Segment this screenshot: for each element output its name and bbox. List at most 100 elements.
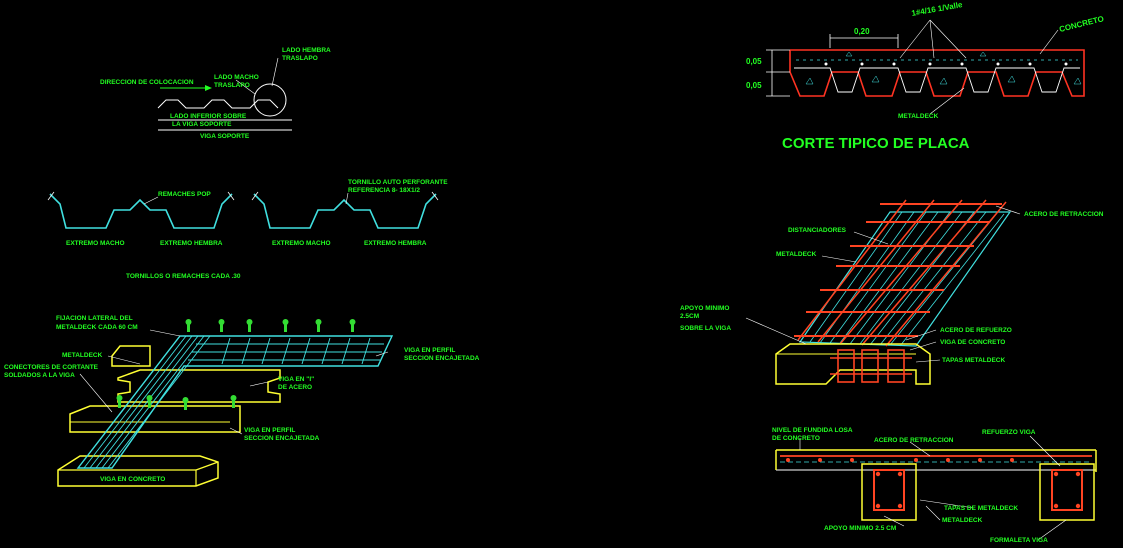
label-metaldeck: METALDECK [776, 251, 817, 258]
label-seccion-1: SECCION ENCAJETADA [404, 355, 480, 362]
concrete-beam-edge-3 [195, 461, 219, 471]
iso-concrete-beam [775, 343, 931, 385]
beam-formwork-right [1039, 463, 1095, 521]
elev-rebar-dots [786, 458, 1014, 462]
label-extremo-macho-2: EXTREMO MACHO [272, 240, 331, 247]
label-metaldeck: METALDECK [898, 113, 939, 120]
label-extremo-hembra-1: EXTREMO HEMBRA [160, 240, 223, 247]
label-acero-retraccion: ACERO DE RETRACCION [874, 437, 954, 444]
section-title: CORTE TIPICO DE PLACA [782, 135, 970, 152]
detail-typical-section: 0,20 0,05 0,05 1#4/16 1/Valle CONCRETO M… [746, 0, 1105, 152]
connector [187, 322, 190, 332]
dim-top-text: 0,05 [746, 57, 762, 66]
dim-spacing-text: 0,20 [854, 27, 870, 36]
leader-tornillo [345, 192, 349, 205]
iso-beam-rebar [830, 349, 912, 383]
label-viga-perfil-2: VIGA EN PERFIL [244, 427, 295, 434]
label-lado-hembra: LADO HEMBRA [282, 47, 331, 54]
concrete-beam-base [57, 455, 219, 487]
box-beam-top [111, 345, 151, 367]
connector [118, 398, 121, 408]
dim-bottom-text: 0,05 [746, 81, 762, 90]
label-fijacion: FIJACION LATERAL DEL [56, 315, 133, 322]
leader-hembra [271, 57, 279, 87]
deck-end-right-2 [431, 191, 439, 201]
iso-leaders [79, 329, 389, 435]
label-extremo-macho-1: EXTREMO MACHO [66, 240, 125, 247]
metaldeck-ribs [83, 335, 384, 469]
label-metaldeck: METALDECK [942, 517, 983, 524]
beam-stirrup-left [873, 469, 905, 511]
i-beam [117, 369, 281, 403]
deck-profile-left [49, 193, 233, 229]
shear-connectors [116, 319, 356, 410]
iso-leaders [745, 205, 1021, 363]
label-direccion: DIRECCION DE COLOCACION [100, 79, 194, 86]
metaldeck-profile [794, 67, 1080, 93]
beam-stirrup-right [1051, 469, 1083, 511]
label-metaldeck-cada: METALDECK CADA 60 CM [56, 324, 138, 331]
label-referencia: REFERENCIA 8- 18X1/2 [348, 187, 420, 194]
connector [232, 398, 235, 408]
connector [351, 322, 354, 332]
rebar-note-leaders [899, 19, 1059, 115]
deck-end-right-1 [227, 191, 235, 201]
connector [317, 322, 320, 332]
label-acero-refuerzo: ACERO DE REFUERZO [940, 327, 1012, 334]
label-tornillos: TORNILLOS O REMACHES CADA .30 [126, 273, 241, 280]
label-lado-inferior: LADO INFERIOR SOBRE [170, 113, 247, 120]
label-seccion-2: SECCION ENCAJETADA [244, 435, 320, 442]
label-traslapo-2: TRASLAPO [214, 82, 250, 89]
label-remaches: REMACHES POP [158, 191, 211, 198]
label-concreto: CONCRETO [1058, 14, 1104, 34]
iso-shrinkage-bars [794, 203, 1002, 337]
connector [148, 398, 151, 408]
label-refuerzo-viga: REFUERZO VIGA [982, 429, 1036, 436]
slab-outline [789, 49, 1085, 97]
label-de-concreto: DE CONCRETO [772, 435, 820, 442]
label-rebar-note: 1#4/16 1/Valle [911, 0, 964, 18]
label-extremo-hembra-2: EXTREMO HEMBRA [364, 240, 427, 247]
label-distanciadores: DISTANCIADORES [788, 227, 847, 234]
detail-isometric-deck: FIJACION LATERAL DEL METALDECK CADA 60 C… [4, 315, 480, 487]
label-la-viga: LA VIGA SOPORTE [172, 121, 232, 128]
deck-profile-right [253, 193, 437, 229]
label-viga-perfil-1: VIGA EN PERFIL [404, 347, 455, 354]
label-viga-soporte: VIGA SOPORTE [200, 133, 250, 140]
detail-lap-direction: LADO HEMBRA TRASLAPO DIRECCION DE COLOCA… [100, 47, 331, 140]
label-tornillo: TORNILLO AUTO PERFORANTE [348, 179, 448, 186]
label-apoyo: APOYO MINIMO [680, 305, 729, 312]
label-apoyo: APOYO MINIMO 2.5 CM [824, 525, 896, 532]
iso-longitudinal-bars [797, 199, 1007, 347]
connector [248, 322, 251, 332]
label-tapas: TAPAS METALDECK [942, 357, 1005, 364]
label-conectores: CONECTORES DE CORTANTE [4, 364, 99, 371]
label-de-acero: DE ACERO [278, 384, 312, 391]
connector [184, 400, 187, 410]
label-nivel: NIVEL DE FUNDIDA LOSA [772, 427, 853, 434]
connector [220, 322, 223, 332]
label-apoyo-cm: 2.5CM [680, 313, 699, 320]
label-sobre-viga: SOBRE LA VIGA [680, 325, 731, 332]
label-viga-concreto: VIGA EN CONCRETO [100, 476, 165, 483]
detail-rebar-isometric: DISTANCIADORES ACERO DE RETRACCION METAL… [680, 199, 1104, 385]
lap-detail-circle [253, 83, 287, 117]
beam-formwork-left [861, 463, 917, 521]
connector [284, 322, 287, 332]
detail-elevation: NIVEL DE FUNDIDA LOSA DE CONCRETO ACERO … [772, 427, 1097, 544]
rebar-dots [824, 62, 1068, 66]
elev-leaders [799, 435, 1067, 541]
label-tapas: TAPAS DE METALDECK [944, 505, 1018, 512]
detail-fasteners: REMACHES POP TORNILLO AUTO PERFORANTE RE… [47, 179, 448, 280]
label-formaleta: FORMALETA VIGA [990, 537, 1048, 544]
label-acero-retraccion: ACERO DE RETRACCION [1024, 211, 1104, 218]
label-viga-en-i: VIGA EN "I" [278, 376, 314, 383]
deck-end-left-1 [47, 191, 55, 201]
label-soldados: SOLDADOS A LA VIGA [4, 372, 75, 379]
leader-macho [235, 79, 256, 95]
label-metaldeck: METALDECK [62, 352, 103, 359]
deck-end-left-2 [251, 191, 259, 201]
aggregate-marks [805, 51, 1082, 85]
leader-remaches [143, 196, 159, 205]
